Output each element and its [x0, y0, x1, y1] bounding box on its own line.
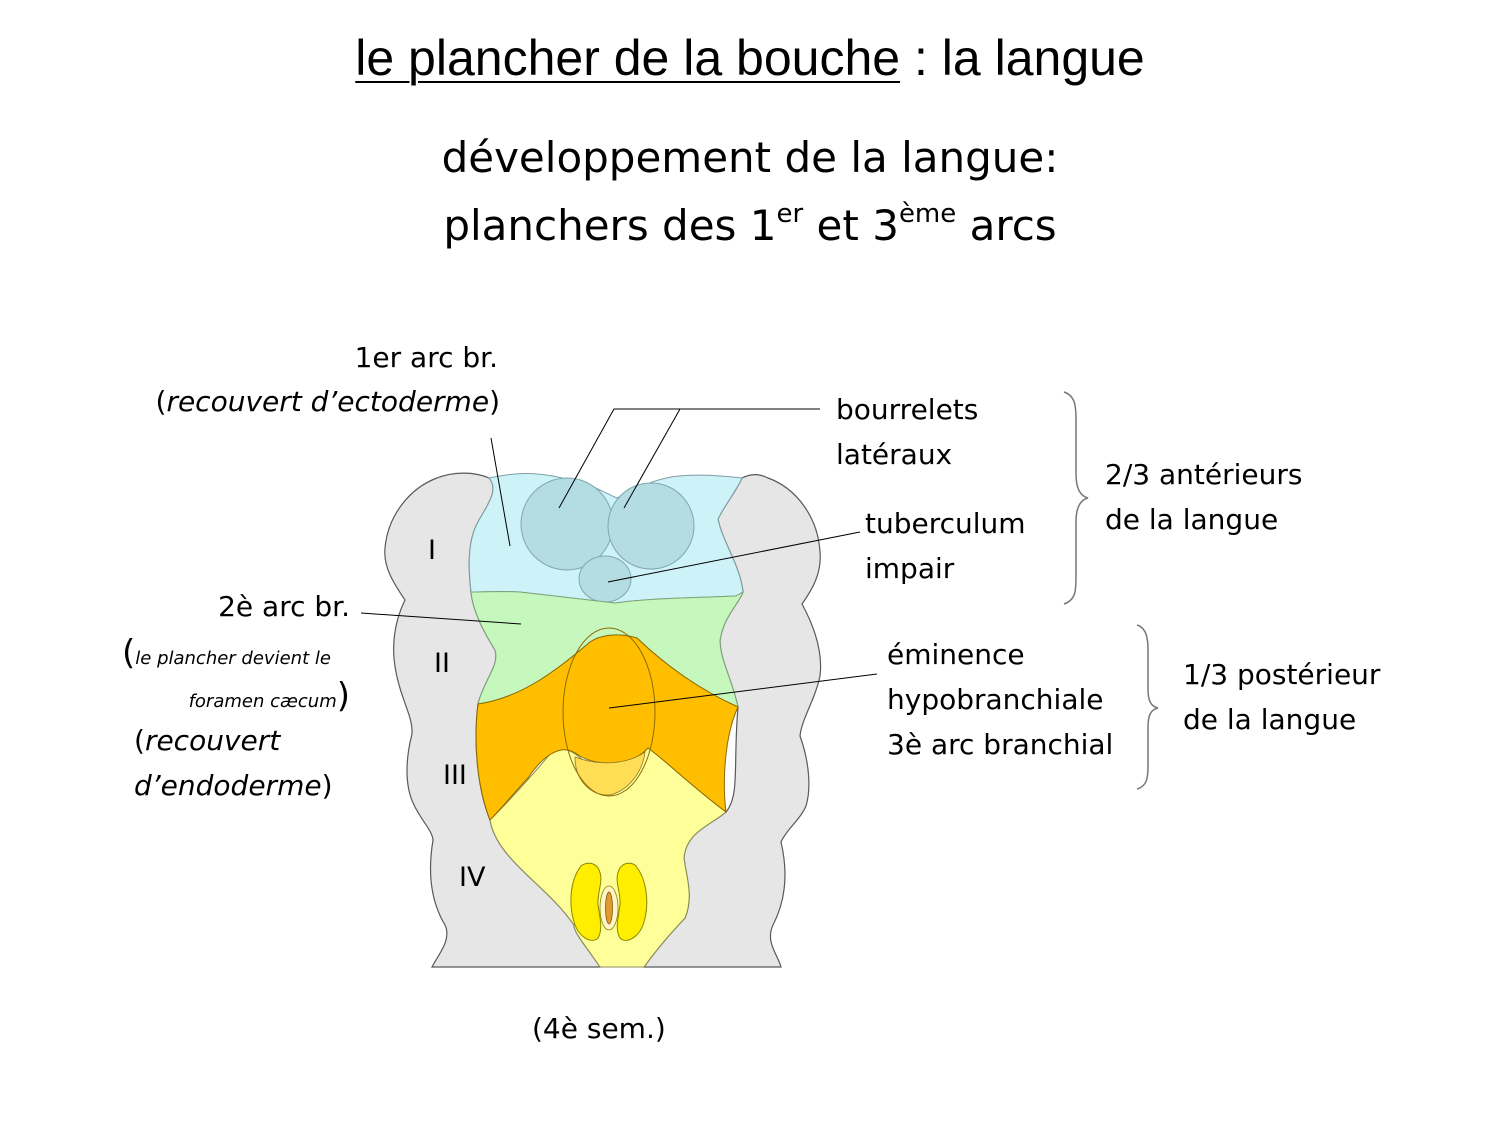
label-arc2-recouvert-b-text: d’endoderme	[134, 769, 322, 802]
label-posterieur-line2: de la langue	[1183, 703, 1357, 736]
label-tuberculum-line2: impair	[865, 552, 955, 585]
label-arc2-plancher-a-text: le plancher devient le	[135, 648, 331, 669]
arc3-floor-hypobranchial-eminence	[475, 634, 739, 821]
subtitle-sup-eme: ème	[898, 199, 957, 229]
subtitle-part: arcs	[956, 201, 1057, 250]
leader-bourrelets-left	[558, 408, 820, 509]
label-tuberculum-line1: tuberculum	[865, 507, 1026, 540]
label-bourrelets-line1: bourrelets	[836, 393, 979, 426]
subtitle-line2: planchers des 1er et 3ème arcs	[0, 200, 1500, 252]
label-bourrelets-line2: latéraux	[836, 438, 953, 471]
arytenoid-swelling-left	[570, 862, 602, 941]
label-eminence-line1: éminence	[887, 638, 1025, 671]
leader-arc1	[490, 437, 511, 547]
label-arc2-plancher-a: (le plancher devient le	[122, 635, 331, 677]
leader-bourrelets-right	[623, 408, 681, 509]
label-anterieurs-line2: de la langue	[1105, 503, 1279, 536]
label-arc2-title: 2è arc br.	[218, 590, 350, 623]
arytenoid-swelling-right	[616, 862, 648, 941]
label-arc2-recouvert-a: (recouvert	[134, 723, 280, 759]
paren-close: )	[321, 769, 333, 802]
paren-open: (	[155, 385, 167, 418]
subtitle-sup-er: er	[776, 199, 804, 229]
lateral-swelling-right	[607, 482, 695, 570]
title-underlined: le plancher de la bouche	[355, 30, 901, 86]
caption-4e-semaine: (4è sem.)	[532, 1012, 666, 1045]
leader-arc2	[360, 612, 522, 625]
label-posterieur-line1: 1/3 postérieur	[1183, 658, 1381, 691]
subtitle-line1: développement de la langue:	[441, 133, 1059, 182]
paren-open: (	[134, 724, 145, 757]
label-arc2-plancher-b-text: foramen cæcum	[188, 691, 337, 712]
subtitle-part: et 3	[803, 201, 899, 250]
brace-anterieurs	[1063, 391, 1089, 605]
label-arc1-note-text: recouvert d’ectoderme	[166, 385, 490, 418]
label-eminence-line2: hypobranchiale	[887, 683, 1104, 716]
label-arc2-plancher-b: foramen cæcum)	[189, 678, 350, 720]
numeral-arc1: I	[428, 535, 436, 566]
leader-tuberculum	[607, 531, 861, 583]
numeral-arc3: III	[443, 760, 467, 791]
title-rest: : la langue	[900, 30, 1145, 86]
laryngeal-orifice-slit	[605, 891, 613, 925]
eminence-lower-lobe	[574, 751, 646, 796]
leader-eminence	[608, 673, 878, 709]
leader-lines	[360, 408, 878, 709]
label-eminence-line3: 3è arc branchial	[887, 728, 1114, 761]
subtitle-part: planchers des 1	[443, 201, 777, 250]
numeral-arc2: II	[434, 648, 450, 679]
paren-close: )	[489, 385, 500, 418]
paren-open: (	[122, 633, 136, 673]
paren-close: )	[336, 676, 350, 716]
label-arc1-note: (recouvert d’ectoderme)	[156, 384, 501, 420]
label-anterieurs-line1: 2/3 antérieurs	[1105, 458, 1303, 491]
eminence-outline	[562, 627, 656, 797]
label-arc2-recouvert-b: d’endoderme)	[134, 768, 333, 804]
label-arc1-title: 1er arc br.	[354, 341, 498, 374]
label-arc2-recouvert-a-text: recouvert	[144, 724, 281, 757]
brace-posterieur	[1136, 624, 1159, 790]
page-title: le plancher de la bouche : la langue	[0, 28, 1500, 88]
numeral-arc4: IV	[459, 862, 486, 893]
